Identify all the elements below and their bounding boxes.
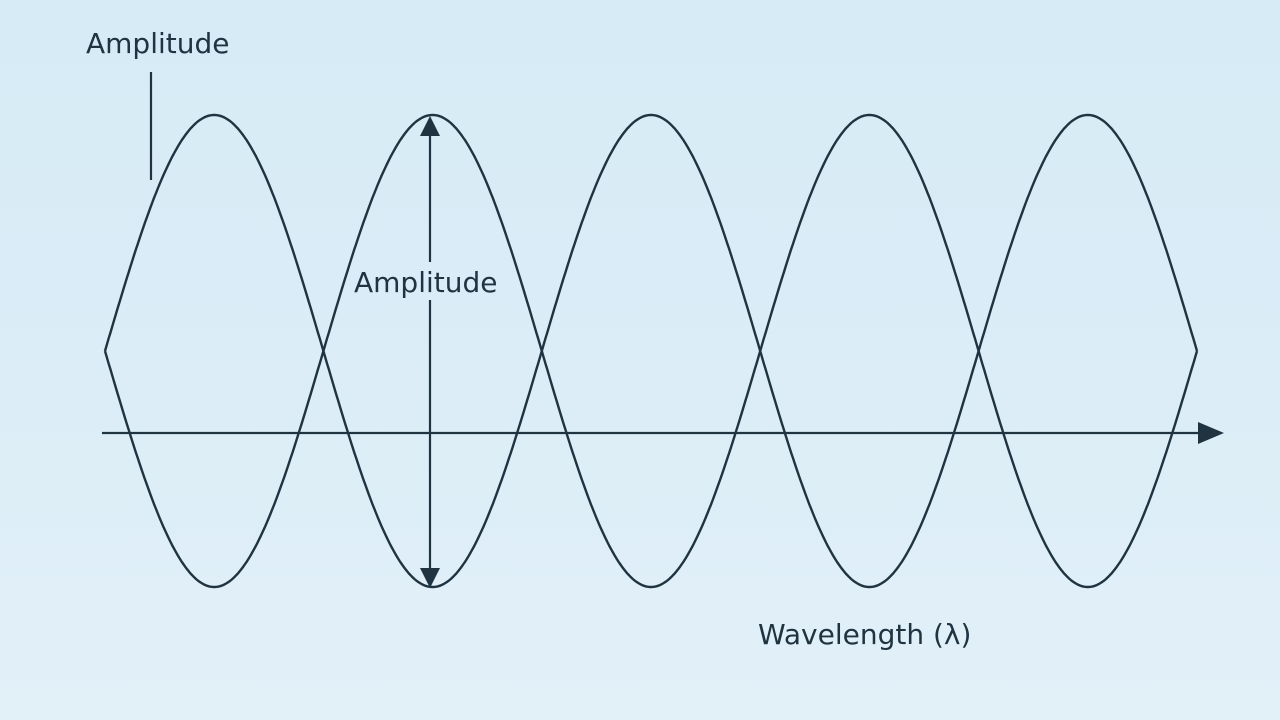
wave-curve-2 [103, 113, 1199, 589]
wave-curve-1 [103, 113, 1199, 589]
amplitude-arrow-down-icon [420, 568, 440, 588]
amplitude-label-top: Amplitude [86, 27, 230, 60]
amplitude-label-center-backdrop [352, 262, 512, 300]
amplitude-label-center: Amplitude [354, 266, 498, 299]
axis-arrowhead-icon [1198, 422, 1224, 444]
wavelength-axis-label: Wavelength (λ) [758, 618, 971, 651]
amplitude-arrow-up-icon [420, 116, 440, 136]
